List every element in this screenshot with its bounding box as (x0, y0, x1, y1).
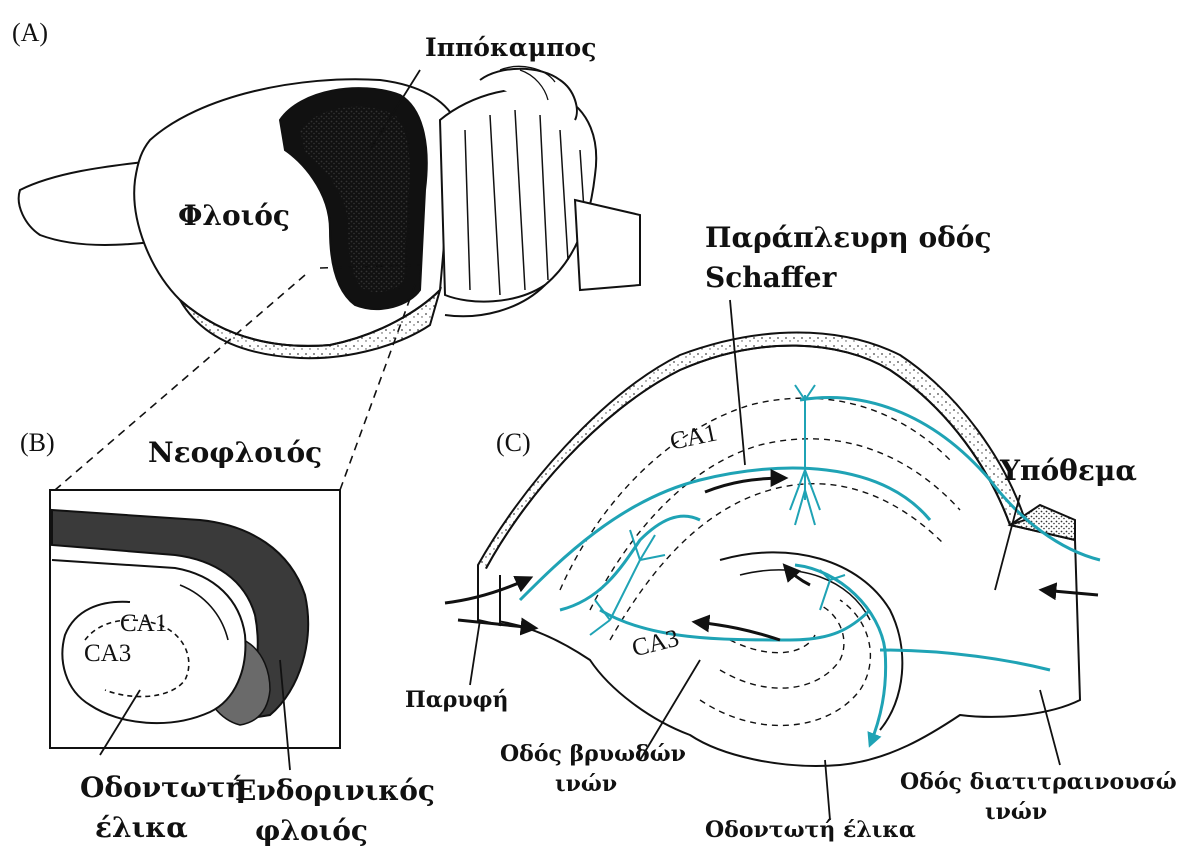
section-box (50, 490, 340, 748)
panel-a-label: (A) (12, 18, 48, 48)
label-entorhinal-2: φλοιός (255, 815, 368, 847)
label-cortex: Φλοιός (178, 200, 290, 232)
brain-drawing (19, 66, 640, 358)
label-schaffer-1: Παράπλευρη οδός (705, 222, 992, 254)
label-b-ca1: CA1 (120, 610, 167, 638)
label-dentate-b-2: έλικα (95, 812, 188, 844)
label-mossy-1: Οδός βρυωδών (500, 742, 686, 767)
label-dentate-c: Οδοντωτή έλικα (705, 818, 916, 843)
leader-fimbria (470, 620, 480, 685)
label-perforant-1: Οδός διατιτραινουσών (900, 770, 1177, 795)
panel-b-label: (B) (20, 428, 55, 458)
label-subiculum: Υπόθεμα (1000, 455, 1137, 487)
label-perforant-2: ινών (985, 800, 1047, 825)
label-fimbria: Παρυφή (405, 688, 509, 713)
label-neocortex: Νεοφλοιός (148, 437, 322, 469)
label-mossy-2: ινών (555, 772, 617, 797)
label-entorhinal-1: Ενδορινικός (235, 775, 435, 807)
label-dentate-b-1: Οδοντωτή (80, 772, 246, 804)
slice-drawing (478, 333, 1080, 766)
label-b-ca3: CA3 (84, 640, 131, 668)
leader-dentate-c (825, 760, 830, 820)
label-schaffer-2: Schaffer (705, 262, 836, 294)
label-hippocampus: Ιππόκαμπος (425, 34, 596, 63)
panel-c-label: (C) (496, 428, 531, 458)
